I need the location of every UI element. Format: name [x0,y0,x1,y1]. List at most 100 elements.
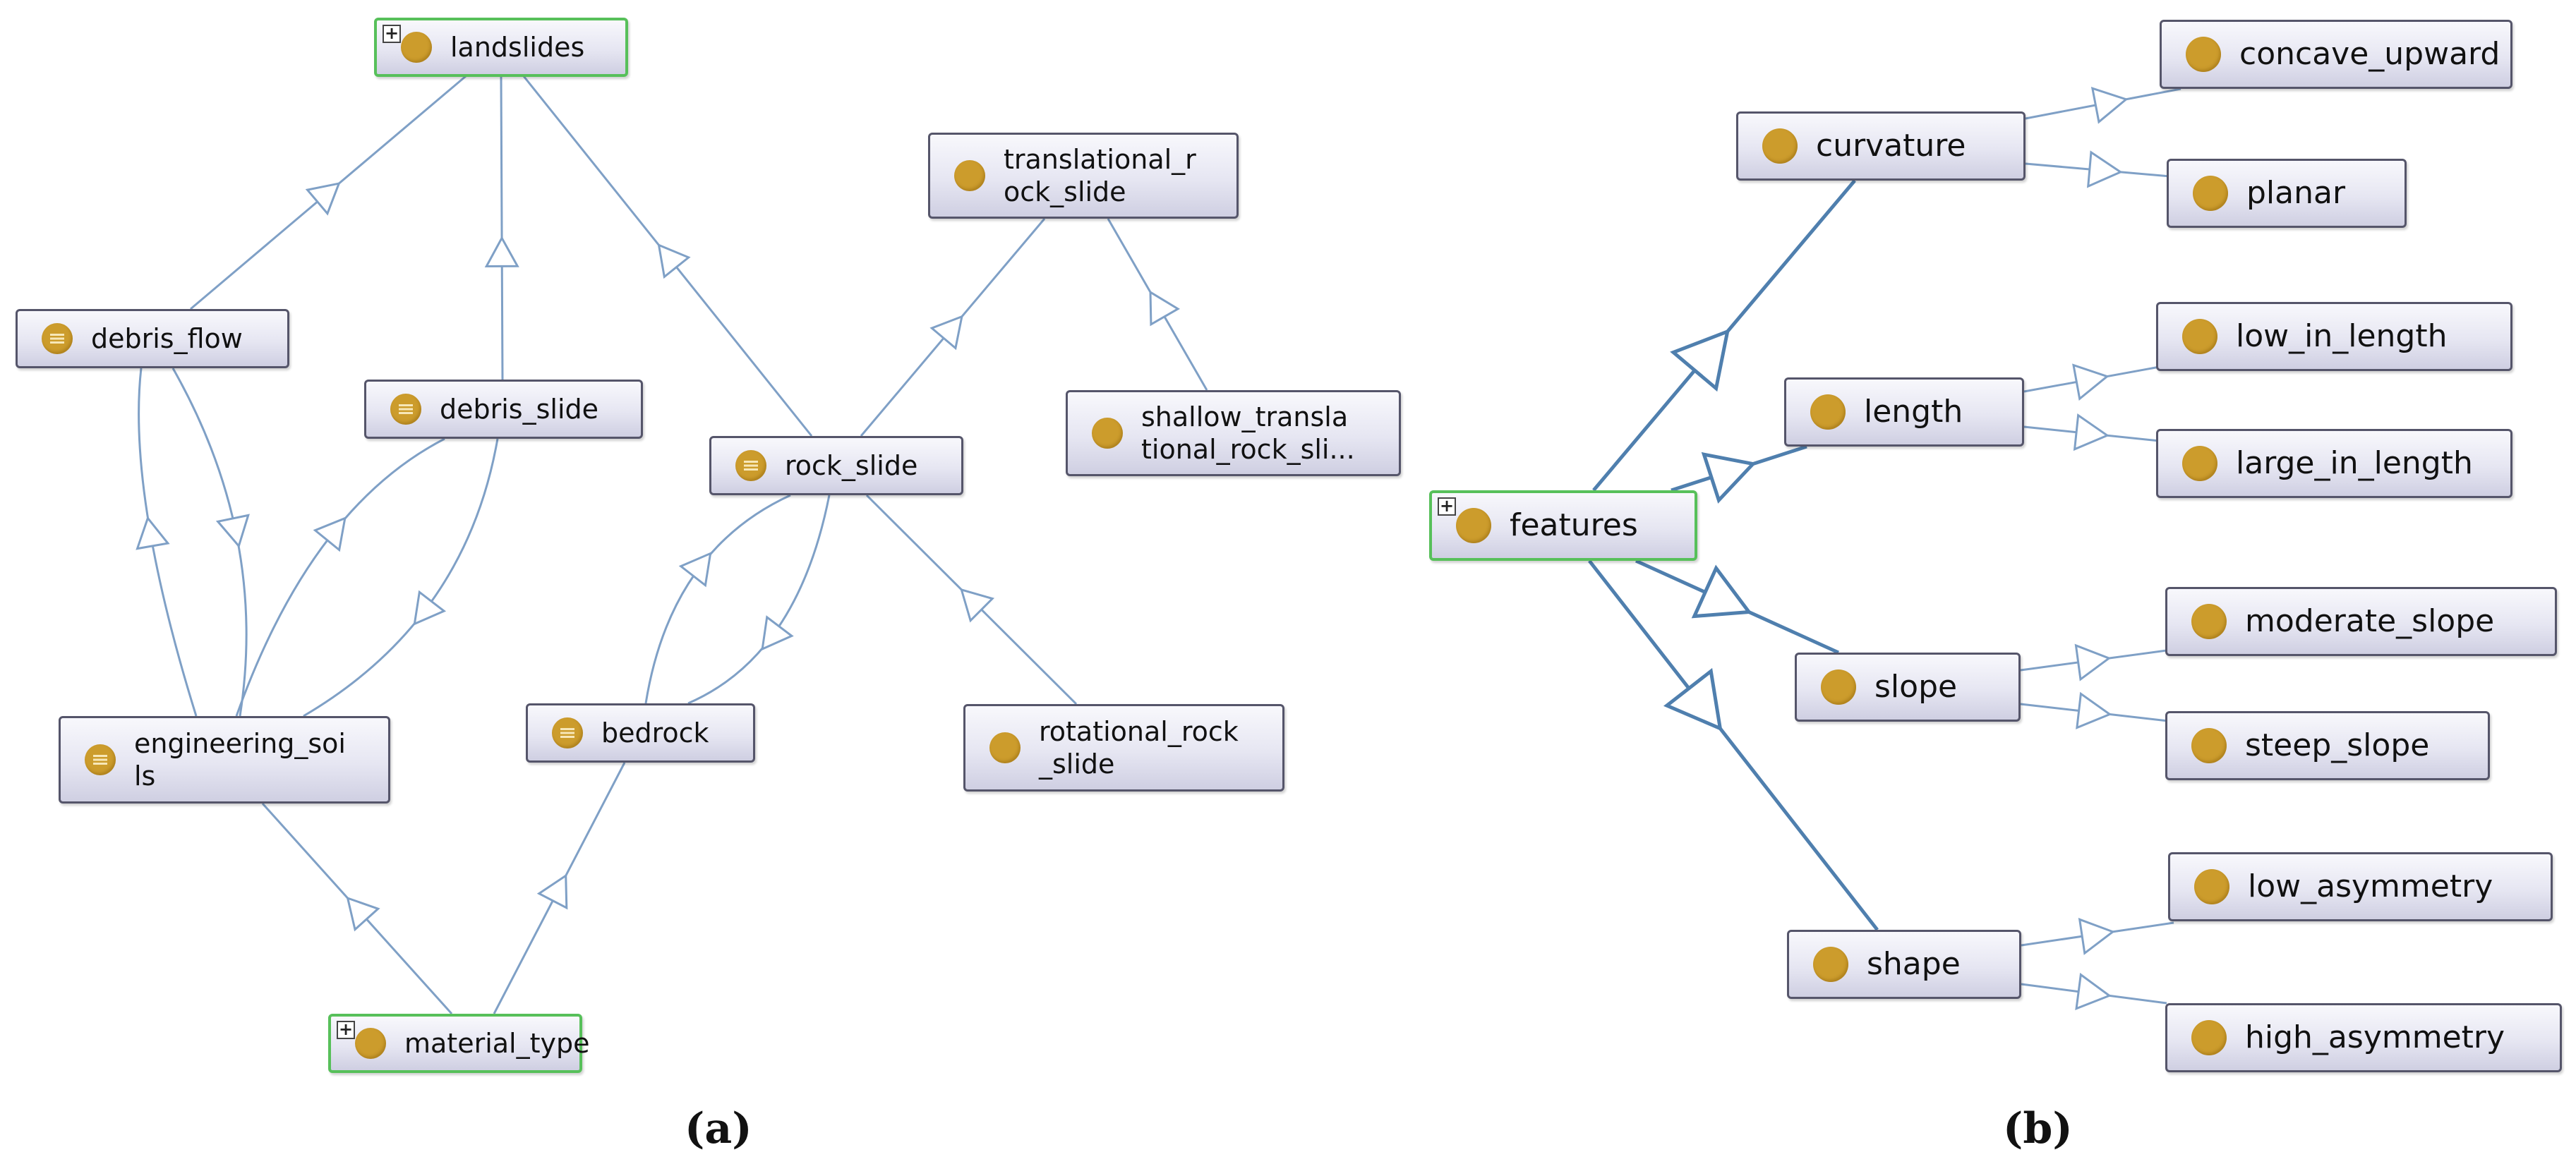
node-high-asymmetry[interactable]: high_asymmetry [2165,1003,2562,1072]
node-label: low_in_length [2236,318,2448,354]
edge-debris-slide-engineering-soils [303,438,499,717]
class-icon [1813,947,1848,982]
edge-rock-slide-bedrock [687,495,831,705]
class-icon [1456,508,1491,543]
node-label: slope [1874,669,1958,705]
class-icon [2186,37,2221,72]
edge-engineering-soils-debris-flow-arrowhead [136,516,170,550]
edge-slope-moderate-slope-arrowhead [2074,643,2112,681]
node-large-in-length[interactable]: large_in_length [2156,429,2512,498]
node-label: landslides [450,32,585,63]
edge-shape-low-asymmetry-arrowhead [2078,917,2115,955]
instance-icon [735,450,766,481]
class-icon [989,732,1021,763]
node-label: rotational_rock _slide [1039,716,1239,780]
class-icon [1762,128,1798,164]
node-label: shape [1867,946,1961,982]
expand-icon[interactable]: + [1438,497,1456,516]
panel-label-a: (a) [685,1104,752,1153]
node-features[interactable]: + features [1429,490,1697,561]
node-translational-rock-slide[interactable]: translational_r ock_slide [928,133,1239,219]
edge-engineering-soils-debris-slide-arrowhead [313,516,347,552]
edge-bedrock-rock-slide [644,494,791,704]
node-slope[interactable]: slope [1795,653,2021,722]
node-label: concave_upward [2239,36,2500,72]
edge-shallow-translational-arrowhead [1149,290,1180,327]
node-material-type[interactable]: + material_type [328,1014,590,1073]
node-length[interactable]: length [1784,377,2024,447]
instance-icon [42,323,73,354]
node-label: debris_slide [440,394,599,425]
edge-features-shape [1588,559,1879,931]
node-debris-slide[interactable]: debris_slide [364,380,643,439]
edge-features-slope-arrowhead [1691,564,1752,619]
edge-curvature-planar-arrowhead [2087,150,2123,188]
node-rotational-rock-slide[interactable]: rotational_rock _slide [963,704,1284,792]
node-engineering-soils[interactable]: engineering_soi ls [59,716,390,804]
node-low-in-length[interactable]: low_in_length [2156,302,2512,371]
edge-features-curvature-arrowhead [1670,328,1731,392]
edge-material-type-engineering-soils-arrowhead [346,896,380,932]
node-planar[interactable]: planar [2167,159,2407,228]
expand-icon[interactable]: + [337,1021,355,1039]
node-bedrock[interactable]: bedrock [526,703,755,763]
edge-rock-slide-bedrock-arrowhead [761,615,794,651]
node-steep-slope[interactable]: steep_slope [2165,711,2490,780]
node-label: low_asymmetry [2248,868,2493,904]
edge-rock-slide-translational-arrowhead [929,315,963,351]
edge-rotational-rock-slide-arrowhead [960,588,995,623]
class-icon [2191,728,2227,763]
node-landslides[interactable]: + landslides [374,18,628,77]
edge-rock-slide-landslides-arrowhead [657,243,691,279]
edge-features-shape-arrowhead [1663,667,1723,732]
edge-engineering-soils-debris-slide [235,437,445,717]
node-shape[interactable]: shape [1787,930,2021,999]
edge-curvature-concave-upward-arrowhead [2090,87,2129,124]
class-icon [1810,394,1846,430]
class-icon [401,32,432,63]
node-label: features [1510,507,1638,543]
class-icon [355,1028,386,1059]
node-label: steep_slope [2245,727,2430,763]
node-label: translational_r ock_slide [1004,144,1196,207]
expand-icon[interactable]: + [383,25,401,43]
instance-icon [390,394,421,425]
edge-bedrock-rock-slide-arrowhead [678,552,712,588]
node-label: rock_slide [785,450,918,481]
node-label: high_asymmetry [2245,1019,2505,1055]
edge-length-low-in-length-arrowhead [2072,363,2109,401]
node-label: engineering_soi ls [134,728,346,792]
node-label: debris_flow [91,323,243,354]
edge-length-large-in-length-arrowhead [2073,413,2109,451]
node-concave-upward[interactable]: concave_upward [2160,20,2512,89]
edge-debris-flow-engineering-soils-arrowhead [215,514,250,549]
node-low-asymmetry[interactable]: low_asymmetry [2168,852,2553,921]
edge-material-type-bedrock-arrowhead [536,873,568,910]
node-shallow-translational-rock-slide[interactable]: shallow_transla tional_rock_sli... [1066,390,1401,476]
edge-slope-steep-slope-arrowhead [2076,691,2112,729]
panel-label-b: (b) [2003,1104,2073,1153]
edge-debris-flow-landslides-arrowhead [305,182,341,216]
class-icon [2193,176,2228,211]
node-label: moderate_slope [2245,603,2495,639]
node-rock-slide[interactable]: rock_slide [709,436,963,495]
edge-debris-slide-landslides [500,75,504,380]
node-label: material_type [404,1028,590,1059]
node-curvature[interactable]: curvature [1736,111,2026,181]
class-icon [1092,418,1123,449]
class-icon [2191,1020,2227,1055]
node-label: planar [2246,175,2346,211]
node-label: large_in_length [2236,445,2473,481]
class-icon [2191,604,2227,639]
class-icon [1821,669,1856,705]
class-icon [2182,446,2217,481]
class-icon [954,160,985,191]
node-debris-flow[interactable]: debris_flow [16,309,289,368]
instance-icon [552,717,583,748]
node-label: length [1864,394,1963,430]
class-icon [2182,319,2217,354]
instance-icon [85,744,116,775]
node-label: curvature [1816,128,1966,164]
node-moderate-slope[interactable]: moderate_slope [2165,587,2557,656]
